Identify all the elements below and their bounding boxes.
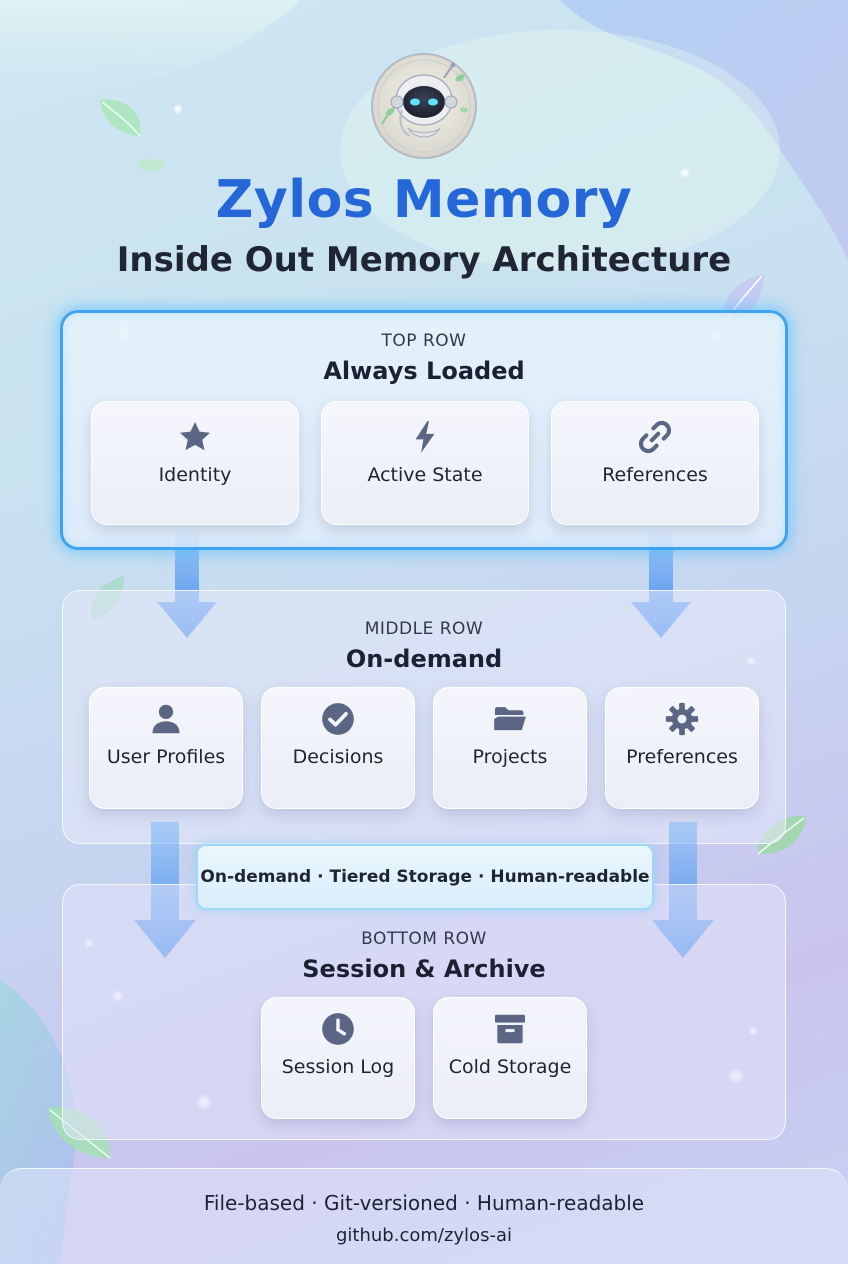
folder-icon (494, 707, 526, 731)
lightning-icon (415, 421, 435, 453)
link-icon (638, 420, 672, 454)
sparkle (173, 104, 183, 114)
card-identity[interactable]: Identity (91, 401, 299, 525)
clock-icon (322, 1013, 354, 1045)
bottom-row-kicker: BOTTOM ROW (361, 929, 487, 949)
card-label: References (602, 464, 708, 486)
card-label: Session Log (281, 1056, 395, 1078)
card-session-log[interactable]: Session Log (261, 997, 415, 1119)
card-label: Projects (472, 746, 548, 768)
middle-row-title: On-demand (345, 645, 503, 673)
middle-row-kicker: MIDDLE ROW (364, 619, 484, 639)
archive-box-icon (494, 1014, 526, 1044)
card-label: Identity (158, 464, 232, 486)
bottom-row-title: Session & Archive (302, 955, 546, 983)
card-cold-storage[interactable]: Cold Storage (433, 997, 587, 1119)
footer-github-link[interactable]: github.com/zylos-ai (336, 1225, 512, 1246)
card-label: Decisions (292, 746, 384, 768)
card-projects[interactable]: Projects (433, 687, 587, 809)
card-label: Preferences (626, 746, 738, 768)
card-preferences[interactable]: Preferences (605, 687, 759, 809)
card-decisions[interactable]: Decisions (261, 687, 415, 809)
page-title: Zylos Memory (215, 170, 633, 230)
top-row-kicker: TOP ROW (381, 331, 467, 351)
robot-mascot-logo (371, 53, 477, 159)
top-row-title: Always Loaded (323, 357, 525, 385)
top-row-panel: TOP ROW Always Loaded Identity Active St… (60, 310, 788, 550)
card-references[interactable]: References (551, 401, 759, 525)
tagline-pill: On-demand · Tiered Storage · Human-reada… (196, 844, 654, 910)
card-active-state[interactable]: Active State (321, 401, 529, 525)
gear-icon (665, 702, 699, 736)
footer-features: File-based · Git-versioned · Human-reada… (203, 1191, 645, 1215)
sparkle (680, 168, 690, 178)
card-label: Active State (367, 464, 483, 486)
user-icon (152, 704, 180, 734)
card-label: User Profiles (106, 746, 226, 768)
footer: File-based · Git-versioned · Human-reada… (0, 1168, 848, 1264)
card-user-profiles[interactable]: User Profiles (89, 687, 243, 809)
page-subtitle: Inside Out Memory Architecture (116, 240, 732, 280)
card-label: Cold Storage (448, 1056, 572, 1078)
leaf-decoration-small (137, 159, 165, 171)
middle-row-panel: MIDDLE ROW On-demand User Profiles Decis… (62, 590, 786, 844)
bottom-row-panel: BOTTOM ROW Session & Archive Session Log… (62, 884, 786, 1140)
check-circle-icon (322, 703, 354, 735)
star-icon (179, 421, 211, 451)
leaf-decoration-top-left (100, 99, 141, 137)
